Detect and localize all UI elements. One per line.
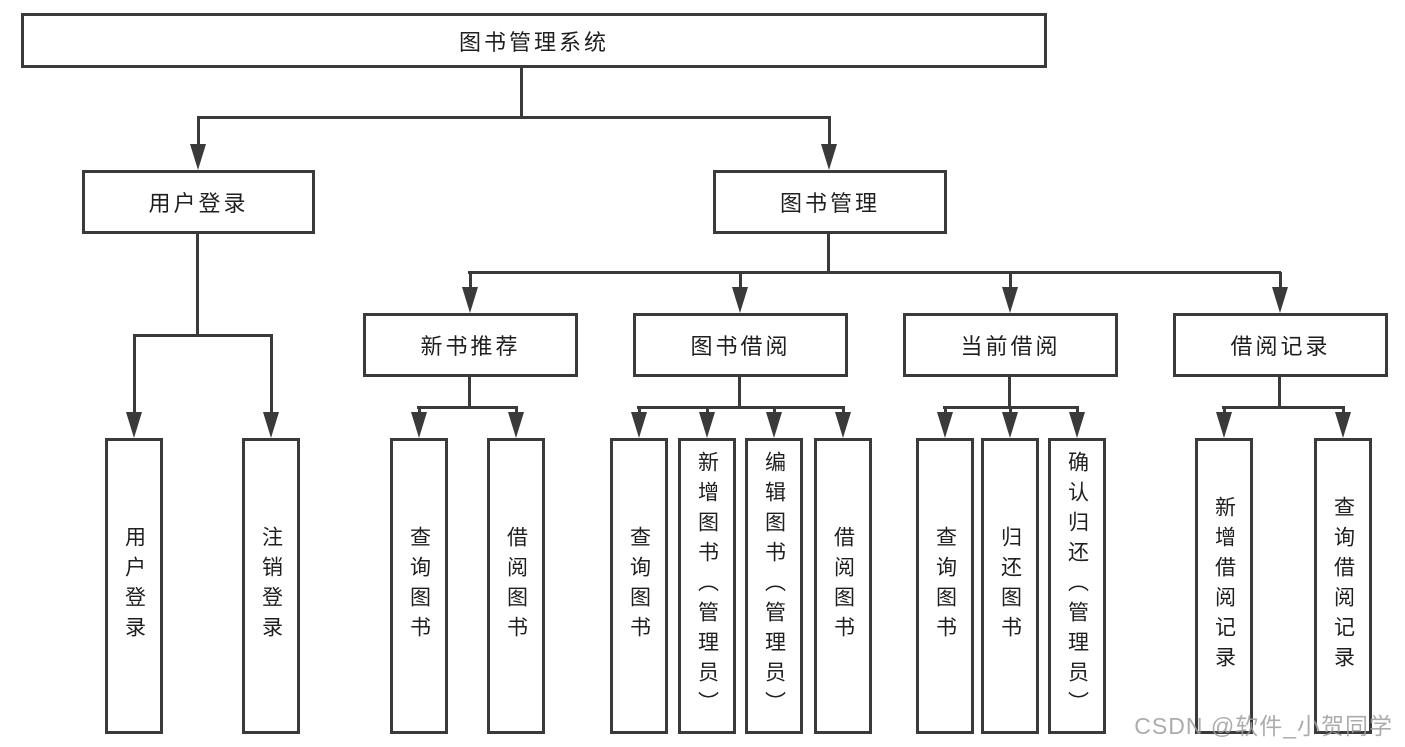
arrow-down-icon [835, 407, 851, 438]
connector-book-mgmt-stem [827, 234, 830, 274]
node-new-book-recommend-label: 新书推荐 [420, 334, 521, 359]
connector-user-login-stem [196, 234, 199, 336]
leaf-borrow-books-recommend: 借阅图书 [487, 438, 545, 734]
connector-stem [1278, 377, 1281, 409]
arrow-down-icon [126, 335, 142, 438]
connector-level2 [197, 116, 831, 119]
leaf-query-books-borrowing-label: 查询图书 [627, 526, 651, 646]
node-borrowing-records-label: 借阅记录 [1230, 334, 1331, 359]
connector-stem [1008, 377, 1011, 409]
arrow-down-icon [263, 335, 279, 438]
arrow-down-icon [732, 272, 748, 313]
leaf-edit-book-admin-label: 编辑图书（管理员） [762, 451, 786, 721]
connector-user-login-splitter [133, 334, 273, 337]
arrow-down-icon [631, 407, 647, 438]
node-book-management: 图书管理 [713, 170, 947, 234]
node-library-system: 图书管理系统 [21, 13, 1047, 68]
connector-stem [468, 377, 471, 409]
arrow-down-icon [462, 272, 478, 313]
connector-splitter [417, 406, 518, 409]
node-book-management-label: 图书管理 [779, 191, 880, 216]
node-current-borrowing-label: 当前借阅 [960, 334, 1061, 359]
arrow-down-icon [1335, 407, 1351, 438]
arrow-down-icon [1069, 407, 1085, 438]
node-new-book-recommend: 新书推荐 [363, 313, 578, 377]
node-library-system-label: 图书管理系统 [458, 29, 609, 55]
leaf-user-login: 用户登录 [105, 438, 163, 734]
arrow-down-icon [1216, 407, 1232, 438]
leaf-borrow-books-borrowing-label: 借阅图书 [831, 526, 855, 646]
node-book-borrowing-label: 图书借阅 [690, 334, 791, 359]
leaf-query-books-borrowing: 查询图书 [610, 438, 668, 734]
arrow-down-icon [1002, 407, 1018, 438]
leaf-confirm-return-admin: 确认归还（管理员） [1048, 438, 1106, 734]
arrow-down-icon [190, 117, 206, 170]
connector-level3 [468, 271, 1281, 274]
connector-splitter [1222, 406, 1345, 409]
arrow-down-icon [1272, 272, 1288, 313]
arrow-down-icon [1002, 272, 1018, 313]
leaf-return-books: 归还图书 [981, 438, 1039, 734]
arrow-down-icon [766, 407, 782, 438]
node-user-login-label: 用户登录 [148, 191, 249, 216]
arrow-down-icon [821, 117, 837, 170]
leaf-add-book-admin: 新增图书（管理员） [678, 438, 736, 734]
leaf-query-borrow-record: 查询借阅记录 [1314, 438, 1372, 734]
leaf-logout-label: 注销登录 [259, 526, 283, 646]
leaf-query-books-recommend: 查询图书 [390, 438, 448, 734]
leaf-query-books-recommend-label: 查询图书 [407, 526, 431, 646]
arrow-down-icon [937, 407, 953, 438]
leaf-user-login-label: 用户登录 [122, 526, 146, 646]
arrow-down-icon [699, 407, 715, 438]
node-book-borrowing: 图书借阅 [633, 313, 848, 377]
node-current-borrowing: 当前借阅 [903, 313, 1118, 377]
leaf-query-books-current-label: 查询图书 [933, 526, 957, 646]
leaf-confirm-return-admin-label: 确认归还（管理员） [1065, 451, 1089, 721]
connector-splitter [637, 406, 845, 409]
leaf-borrow-books-borrowing: 借阅图书 [814, 438, 872, 734]
connector-stem [738, 377, 741, 409]
connector-root-stem [520, 68, 523, 118]
leaf-edit-book-admin: 编辑图书（管理员） [745, 438, 803, 734]
leaf-query-books-current: 查询图书 [916, 438, 974, 734]
leaf-logout: 注销登录 [242, 438, 300, 734]
leaf-borrow-books-recommend-label: 借阅图书 [504, 526, 528, 646]
leaf-add-borrow-record: 新增借阅记录 [1195, 438, 1253, 734]
leaf-query-borrow-record-label: 查询借阅记录 [1331, 496, 1355, 676]
arrow-down-icon [508, 407, 524, 438]
node-user-login: 用户登录 [82, 170, 315, 234]
arrow-down-icon [411, 407, 427, 438]
node-borrowing-records: 借阅记录 [1173, 313, 1388, 377]
leaf-add-borrow-record-label: 新增借阅记录 [1212, 496, 1236, 676]
leaf-return-books-label: 归还图书 [998, 526, 1022, 646]
watermark: CSDN @软件_小贺同学 [1134, 713, 1393, 739]
leaf-add-book-admin-label: 新增图书（管理员） [695, 451, 719, 721]
